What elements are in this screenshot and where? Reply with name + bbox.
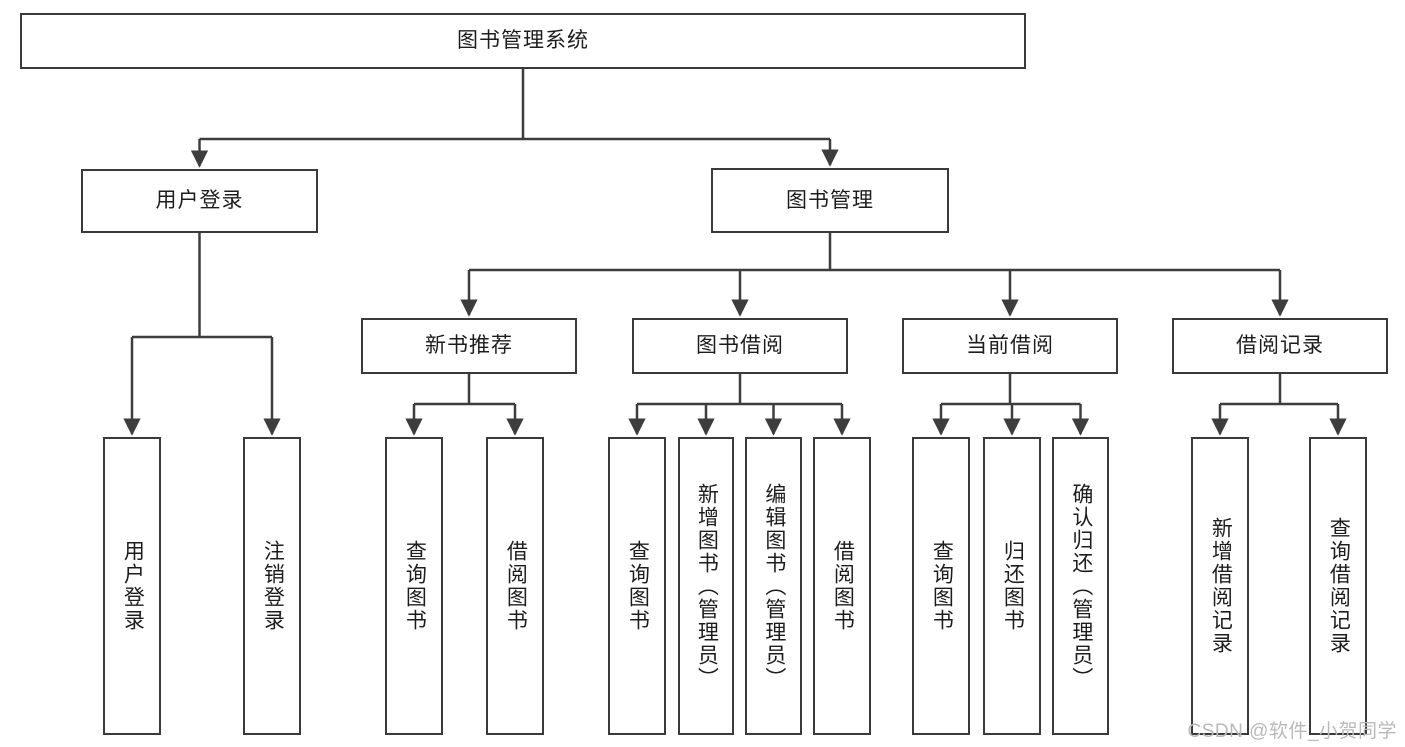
node-label: 借阅图书 bbox=[831, 540, 855, 632]
node-user-login[interactable]: 用户登录 bbox=[81, 169, 318, 233]
node-book-manage[interactable]: 图书管理 bbox=[711, 168, 949, 233]
node-leaf-user-login[interactable]: 用户登录 bbox=[103, 437, 161, 735]
node-label: 查询图书 bbox=[403, 540, 427, 632]
node-label: 图书借阅 bbox=[696, 334, 784, 358]
node-label: 图书管理系统 bbox=[457, 29, 589, 53]
node-leaf-borrow-book-rec[interactable]: 借阅图书 bbox=[486, 437, 544, 735]
node-label: 查询图书 bbox=[626, 540, 650, 632]
node-label: 图书管理 bbox=[786, 188, 874, 212]
node-borrow-record[interactable]: 借阅记录 bbox=[1172, 318, 1388, 374]
node-leaf-query-book-rec[interactable]: 查询图书 bbox=[385, 437, 443, 735]
node-label: 新增图书（管理员） bbox=[695, 482, 719, 690]
node-label: 用户登录 bbox=[121, 540, 145, 632]
node-label: 归还图书 bbox=[1001, 540, 1025, 632]
node-leaf-query-book-cb[interactable]: 查询图书 bbox=[912, 437, 970, 735]
node-label: 用户登录 bbox=[155, 189, 244, 213]
node-leaf-return-book[interactable]: 归还图书 bbox=[983, 437, 1041, 735]
node-root[interactable]: 图书管理系统 bbox=[20, 13, 1026, 69]
node-label: 注销登录 bbox=[261, 540, 285, 632]
csdn-watermark: CSDN @软件_小贺同学 bbox=[1187, 721, 1397, 742]
node-leaf-logout[interactable]: 注销登录 bbox=[243, 437, 301, 735]
node-leaf-query-book-bb[interactable]: 查询图书 bbox=[608, 437, 666, 735]
node-leaf-borrow-book-bb[interactable]: 借阅图书 bbox=[813, 437, 871, 735]
node-leaf-add-book[interactable]: 新增图书（管理员） bbox=[678, 437, 734, 735]
node-label: 当前借阅 bbox=[966, 334, 1054, 358]
node-label: 查询图书 bbox=[930, 540, 954, 632]
node-label: 查询借阅记录 bbox=[1327, 517, 1351, 655]
node-new-book-rec[interactable]: 新书推荐 bbox=[361, 318, 577, 374]
node-leaf-add-record[interactable]: 新增借阅记录 bbox=[1191, 437, 1249, 735]
node-label: 新书推荐 bbox=[425, 334, 513, 358]
node-label: 借阅图书 bbox=[504, 540, 528, 632]
node-book-borrow[interactable]: 图书借阅 bbox=[632, 318, 848, 374]
node-label: 确认归还（管理员） bbox=[1069, 482, 1093, 690]
node-label: 借阅记录 bbox=[1236, 334, 1324, 358]
node-leaf-query-record[interactable]: 查询借阅记录 bbox=[1309, 437, 1367, 735]
node-leaf-edit-book[interactable]: 编辑图书（管理员） bbox=[745, 437, 802, 735]
node-label: 新增借阅记录 bbox=[1209, 517, 1233, 655]
node-leaf-confirm-return[interactable]: 确认归还（管理员） bbox=[1052, 437, 1109, 735]
node-label: 编辑图书（管理员） bbox=[762, 482, 786, 690]
node-current-borrow[interactable]: 当前借阅 bbox=[902, 318, 1118, 374]
